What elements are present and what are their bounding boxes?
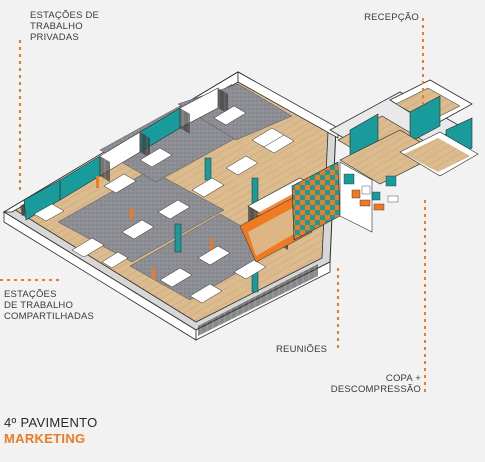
floor-caption: 4º PAVIMENTO MARKETING — [4, 415, 98, 446]
label-shared-workstations: ESTAÇÕES DE TRABALHO COMPARTILHADAS — [4, 289, 95, 322]
label-private-workstations: ESTAÇÕES DE TRABALHO PRIVADAS — [30, 10, 100, 43]
label-pantry-decompression: COPA + DESCOMPRESSÃO — [330, 373, 421, 395]
department-name: MARKETING — [4, 431, 86, 446]
floor-number: 4º PAVIMENTO — [4, 415, 98, 430]
label-meetings: REUNIÕES — [276, 344, 328, 355]
label-reception: RECEPÇÃO — [364, 12, 419, 23]
